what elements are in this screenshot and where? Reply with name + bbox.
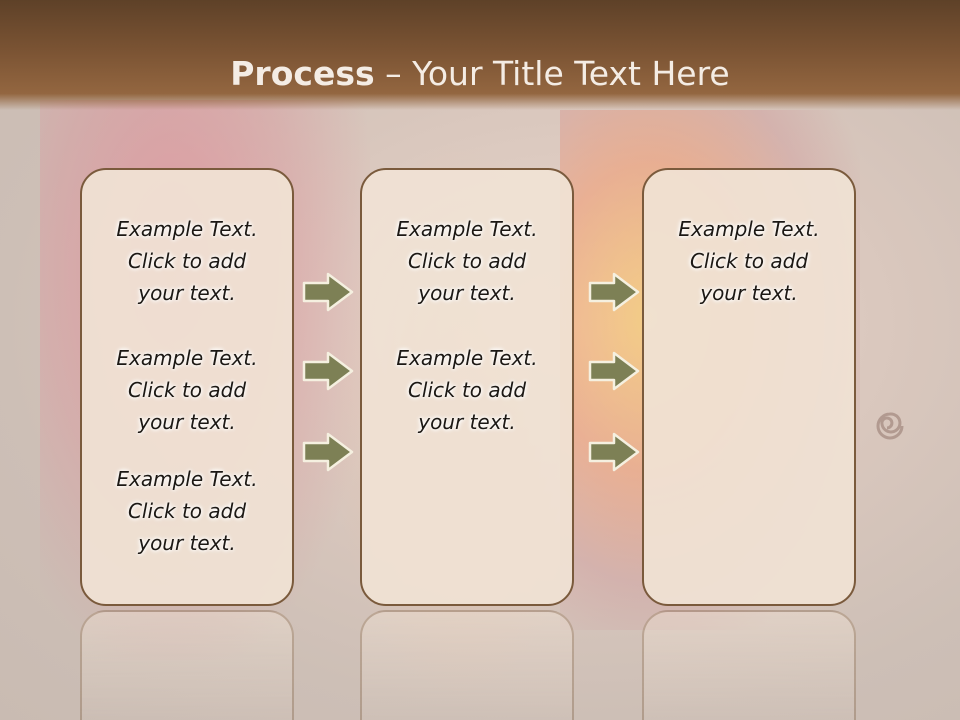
text-line: Click to add xyxy=(407,378,527,402)
text-placeholder[interactable]: Example Text. Click to add your text. xyxy=(362,213,572,309)
process-step-box-1[interactable]: Example Text. Click to add your text. Ex… xyxy=(80,168,294,606)
text-line: Example Text. xyxy=(396,346,538,370)
right-arrow-icon[interactable] xyxy=(588,351,640,391)
text-line: your text. xyxy=(418,281,516,305)
right-arrow-icon[interactable] xyxy=(302,432,354,472)
text-line: your text. xyxy=(700,281,798,305)
text-placeholder[interactable]: Example Text. Click to add your text. xyxy=(362,342,572,438)
process-step-box-3[interactable]: Example Text. Click to add your text. xyxy=(642,168,856,606)
text-line: Example Text. xyxy=(116,217,258,241)
box-reflection xyxy=(642,610,856,720)
text-line: your text. xyxy=(138,410,236,434)
text-placeholder[interactable]: Example Text. Click to add your text. xyxy=(82,463,292,559)
box-reflection xyxy=(80,610,294,720)
box-reflection xyxy=(360,610,574,720)
text-line: Click to add xyxy=(407,249,527,273)
text-line: Click to add xyxy=(127,249,247,273)
title-bar: Process – Your Title Text Here xyxy=(0,0,960,110)
right-arrow-icon[interactable] xyxy=(302,351,354,391)
text-line: Example Text. xyxy=(116,346,258,370)
slide-title[interactable]: Process – Your Title Text Here xyxy=(0,52,960,96)
text-line: Click to add xyxy=(127,499,247,523)
text-line: your text. xyxy=(418,410,516,434)
process-step-box-2[interactable]: Example Text. Click to add your text. Ex… xyxy=(360,168,574,606)
swirl-icon xyxy=(876,412,904,440)
right-arrow-icon[interactable] xyxy=(302,272,354,312)
right-arrow-icon[interactable] xyxy=(588,272,640,312)
text-placeholder[interactable]: Example Text. Click to add your text. xyxy=(82,342,292,438)
text-line: Click to add xyxy=(689,249,809,273)
text-placeholder[interactable]: Example Text. Click to add your text. xyxy=(644,213,854,309)
text-line: your text. xyxy=(138,281,236,305)
text-line: Example Text. xyxy=(116,467,258,491)
text-line: Example Text. xyxy=(396,217,538,241)
right-arrow-icon[interactable] xyxy=(588,432,640,472)
text-line: Example Text. xyxy=(678,217,820,241)
text-line: Click to add xyxy=(127,378,247,402)
title-rest-text: – Your Title Text Here xyxy=(374,54,730,93)
text-placeholder[interactable]: Example Text. Click to add your text. xyxy=(82,213,292,309)
title-bold-text: Process xyxy=(230,54,375,93)
text-line: your text. xyxy=(138,531,236,555)
